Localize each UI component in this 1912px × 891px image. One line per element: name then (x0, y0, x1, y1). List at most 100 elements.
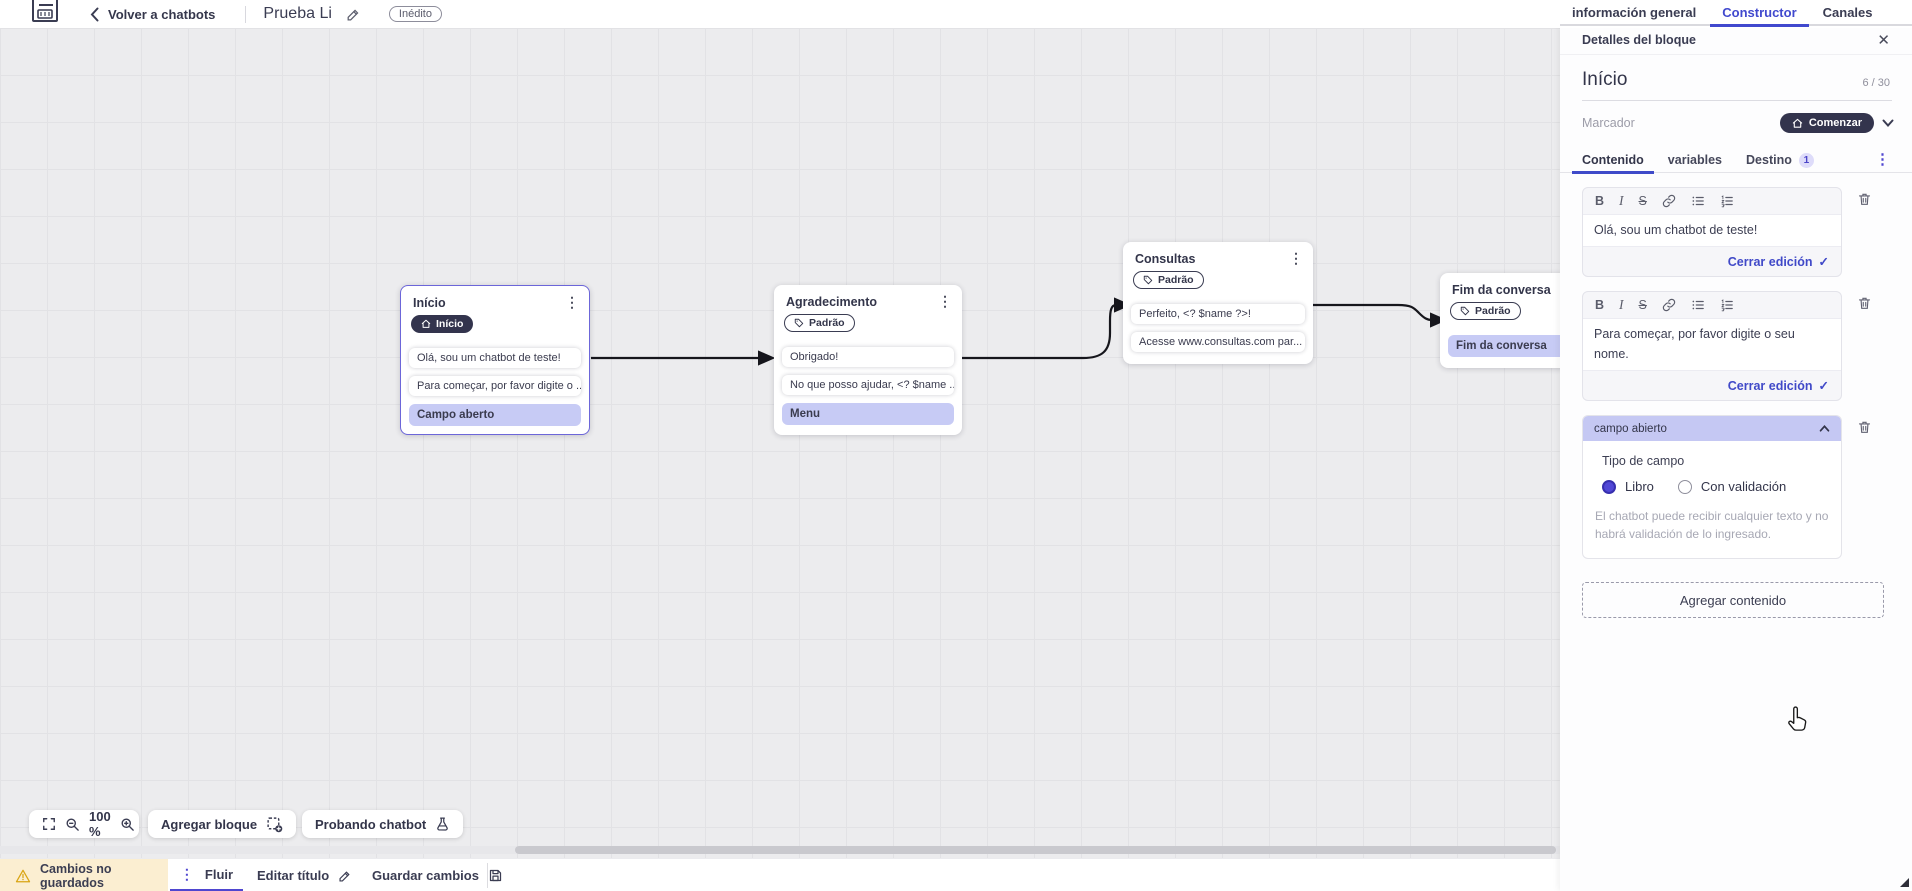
flow-block-agradecimento[interactable]: Agradecimento ⋮ Padrão Obrigado! No que … (774, 285, 962, 435)
back-to-chatbots-button[interactable]: Volver a chatbots (90, 7, 215, 22)
block-header: Início ⋮ (401, 286, 589, 310)
block-more-options-icon[interactable]: ⋮ (938, 293, 952, 309)
tag-icon (1143, 275, 1153, 285)
bullet-list-icon[interactable] (1691, 194, 1705, 208)
block-header: Agradecimento ⋮ (774, 285, 962, 309)
bold-icon[interactable]: B (1595, 194, 1605, 208)
block-more-options-icon[interactable]: ⋮ (565, 294, 579, 310)
back-label: Volver a chatbots (108, 6, 216, 22)
add-block-button[interactable]: Agregar bloque (148, 810, 297, 838)
tab-informacion-general[interactable]: información general (1572, 4, 1697, 20)
tab-variables[interactable]: variables (1668, 153, 1722, 167)
flow-canvas[interactable]: Início ⋮ Início Olá, sou um chatbot de t… (0, 28, 1560, 858)
ordered-list-icon[interactable] (1720, 194, 1734, 208)
trash-icon[interactable] (1857, 295, 1872, 311)
panel-divider (1582, 100, 1892, 101)
link-icon[interactable] (1662, 194, 1676, 208)
marker-row: Marcador Comenzar (1582, 113, 1894, 133)
block-rows: Obrigado! No que posso ajudar, <? $name … (774, 333, 962, 433)
horizontal-scrollbar-thumb[interactable] (515, 846, 1556, 854)
italic-icon[interactable]: I (1619, 193, 1624, 208)
warning-icon (15, 869, 31, 883)
open-field-header[interactable]: campo abierto (1583, 416, 1841, 442)
radio-label: Libro (1625, 479, 1654, 495)
tab-contenido[interactable]: Contenido (1572, 153, 1654, 174)
chevron-down-icon[interactable] (1882, 119, 1894, 127)
block-header: Consultas ⋮ (1123, 242, 1313, 266)
close-edit-button[interactable]: Cerrar edición ✓ (1583, 371, 1841, 400)
message-text-input[interactable]: Para começar, por favor digite o seu nom… (1583, 318, 1841, 372)
test-chatbot-label: Probando chatbot (315, 816, 427, 832)
badge-label: Padrão (1158, 274, 1194, 286)
content-editor-row: B I S Para começar, por favor di (1582, 291, 1892, 402)
fullscreen-icon[interactable] (42, 817, 56, 831)
block-type-badge: Padrão (1450, 302, 1521, 320)
add-content-button[interactable]: Agregar contenido (1582, 582, 1884, 619)
trash-icon[interactable] (1857, 419, 1872, 435)
block-name-title: Início (1582, 69, 1628, 90)
zoom-level: 100 % (89, 809, 111, 839)
block-row[interactable]: Perfeito, <? $name ?>! (1131, 304, 1305, 324)
block-header: Fim da conversa ⋮ (1440, 273, 1560, 297)
panel-header-title: Detalles del bloque (1582, 33, 1696, 47)
close-icon[interactable]: ✕ (1877, 32, 1890, 49)
field-type-options: Libro Con validación (1595, 479, 1829, 494)
edit-title-button[interactable]: Editar título (257, 859, 352, 891)
text-editor-card: B I S Para começar, por favor di (1582, 291, 1842, 402)
flow-block-inicio[interactable]: Início ⋮ Início Olá, sou um chatbot de t… (400, 285, 590, 435)
test-chatbot-button[interactable]: Probando chatbot (302, 810, 464, 838)
badge-label: Padrão (1475, 305, 1511, 317)
zoom-in-icon[interactable] (120, 817, 135, 832)
tab-destino[interactable]: Destino 1 (1746, 152, 1814, 168)
message-text-input[interactable]: Olá, sou um chatbot de teste! (1583, 214, 1841, 248)
block-row[interactable]: Olá, sou um chatbot de teste! (409, 348, 581, 368)
block-row-highlighted[interactable]: Campo aberto (409, 404, 581, 426)
zoom-out-icon[interactable] (65, 817, 80, 832)
bold-icon[interactable]: B (1595, 298, 1605, 313)
strikethrough-icon[interactable]: S (1638, 298, 1647, 313)
block-type-badge: Padrão (1133, 271, 1204, 289)
panel-options-icon[interactable]: ⋮ (1875, 151, 1890, 168)
radio-libro[interactable]: Libro (1602, 479, 1654, 494)
tab-canales[interactable]: Canales (1822, 4, 1873, 20)
flask-icon (435, 816, 450, 832)
editor-toolbar: B I S (1583, 292, 1841, 318)
close-edit-label: Cerrar edición (1727, 254, 1813, 269)
ordered-list-icon[interactable] (1720, 298, 1734, 312)
check-icon: ✓ (1818, 379, 1829, 394)
add-block-label: Agregar bloque (161, 816, 258, 832)
flow-tab-fluir[interactable]: ⋮ Fluir (170, 859, 243, 891)
link-icon[interactable] (1662, 298, 1676, 312)
save-changes-button[interactable]: Guardar cambios (372, 859, 503, 891)
block-row-highlighted[interactable]: Fim da conversa (1448, 335, 1560, 357)
radio-con-validacion[interactable]: Con validación (1677, 479, 1786, 494)
block-row[interactable]: No que posso ajudar, <? $name ... (782, 375, 954, 395)
edit-title-pencil-icon[interactable] (346, 7, 361, 22)
close-edit-button[interactable]: Cerrar edición ✓ (1583, 247, 1841, 276)
block-row[interactable]: Obrigado! (782, 347, 954, 367)
strikethrough-icon[interactable]: S (1638, 194, 1647, 208)
open-field-label: campo abierto (1594, 422, 1667, 435)
edit-title-label: Editar título (257, 868, 330, 883)
block-row-highlighted[interactable]: Menu (782, 403, 954, 425)
marker-value-button[interactable]: Comenzar (1779, 113, 1874, 133)
italic-icon[interactable]: I (1619, 297, 1624, 313)
trash-icon[interactable] (1857, 191, 1872, 207)
block-rows: Olá, sou um chatbot de teste! Para começ… (401, 334, 589, 434)
block-title: Consultas (1135, 252, 1196, 266)
flow-block-fim-da-conversa[interactable]: Fim da conversa ⋮ Padrão Fim da conversa (1440, 273, 1560, 368)
top-bar-left: Volver a chatbots Prueba Li Inédito (0, 0, 442, 28)
header-divider (245, 5, 247, 23)
block-row[interactable]: Para começar, por favor digite o ... (409, 376, 581, 396)
flow-block-consultas[interactable]: Consultas ⋮ Padrão Perfeito, <? $name ?>… (1123, 242, 1313, 364)
block-row[interactable]: Acesse www.consultas.com par... (1131, 332, 1305, 352)
flow-tab-options-icon[interactable]: ⋮ (179, 866, 194, 882)
bullet-list-icon[interactable] (1691, 298, 1705, 312)
add-content-label: Agregar contenido (1679, 592, 1787, 608)
tab-constructor[interactable]: Constructor (1710, 4, 1810, 27)
app-logo-icon (30, 0, 60, 26)
block-more-options-icon[interactable]: ⋮ (1289, 250, 1303, 266)
flow-tab-label: Fluir (204, 866, 234, 882)
save-changes-label: Guardar cambios (372, 868, 479, 883)
